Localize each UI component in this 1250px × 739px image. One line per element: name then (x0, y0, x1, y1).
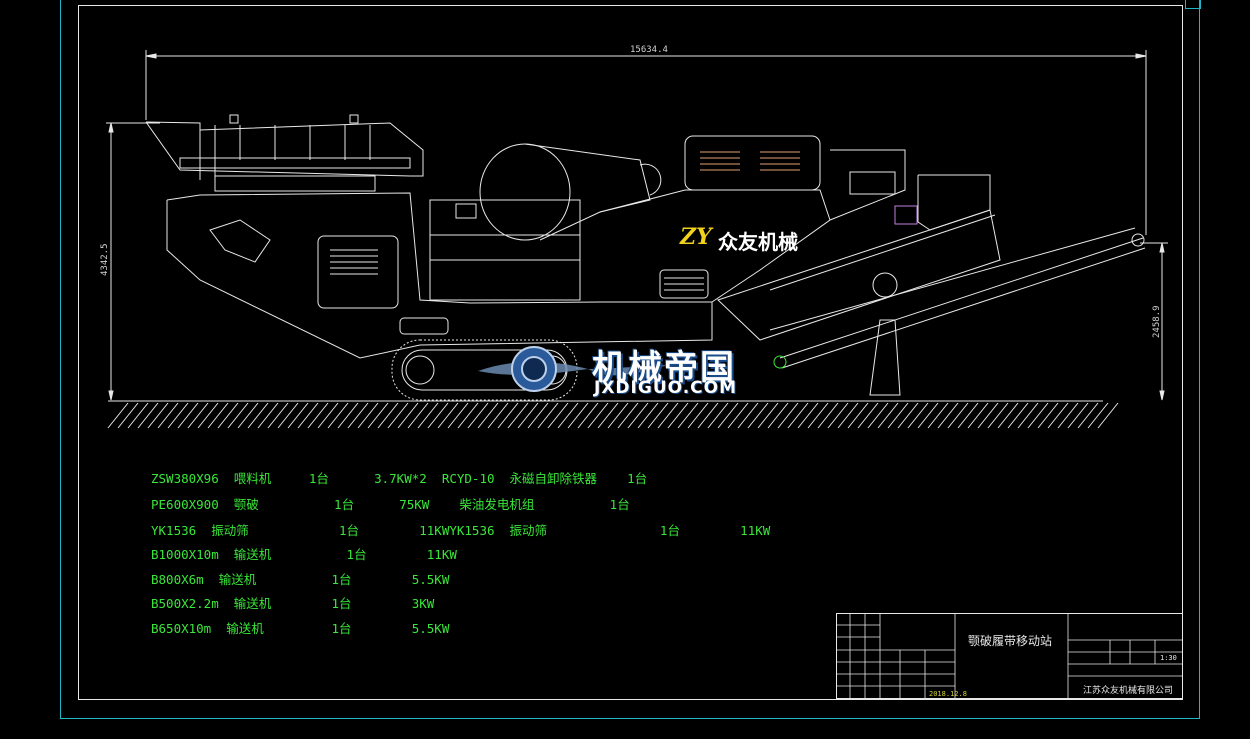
watermark-text-cn: 机械帝国 (592, 348, 736, 388)
ground-hatching (107, 400, 1119, 429)
feeder-hopper (145, 114, 424, 192)
title-block (836, 613, 1183, 699)
spec-row: B1000X10m 输送机 1台 11KW (151, 547, 457, 562)
discharge-height-dimension (1140, 242, 1168, 401)
brand-logo-mark: ZY (680, 224, 712, 250)
jaw-crusher (429, 143, 662, 301)
company-name: 江苏众友机械有限公司 (1083, 686, 1174, 696)
spec-row: B650X10m 输送机 1台 5.5KW (151, 621, 450, 636)
overall-length-label: 15634.4 (630, 45, 668, 55)
frame-corner-mark (1185, 0, 1201, 9)
drawing-title: 颚破履带移动站 (968, 634, 1053, 648)
vibrating-screen (717, 149, 1001, 341)
spec-row: B800X6m 输送机 1台 5.5KW (151, 572, 450, 587)
discharge-conveyor (769, 227, 1146, 396)
watermark-emblem (478, 346, 668, 392)
drawing-frame-outer (60, 0, 1200, 719)
spec-row: PE600X900 颚破 1台 75KW 柴油发电机组 1台 (151, 497, 630, 512)
drawing-scale: 1:30 (1160, 654, 1177, 662)
overall-height-dimension (106, 122, 160, 401)
engine-housing (599, 135, 831, 303)
watermark-text-en: JXDIGUO.COM (594, 378, 738, 398)
drawing-date: 2018.12.8 (929, 690, 967, 698)
spec-row: YK1536 振动筛 1台 11KWYK1536 振动筛 1台 11KW (151, 523, 771, 538)
spec-row: ZSW380X96 喂料机 1台 3.7KW*2 RCYD-10 永磁自卸除铁器… (151, 471, 648, 486)
overall-length-dimension (145, 50, 1147, 235)
spec-row: B500X2.2m 输送机 1台 3KW (151, 596, 435, 611)
brand-logo-text: 众友机械 (718, 230, 798, 254)
drawing-frame-inner (78, 5, 1183, 700)
